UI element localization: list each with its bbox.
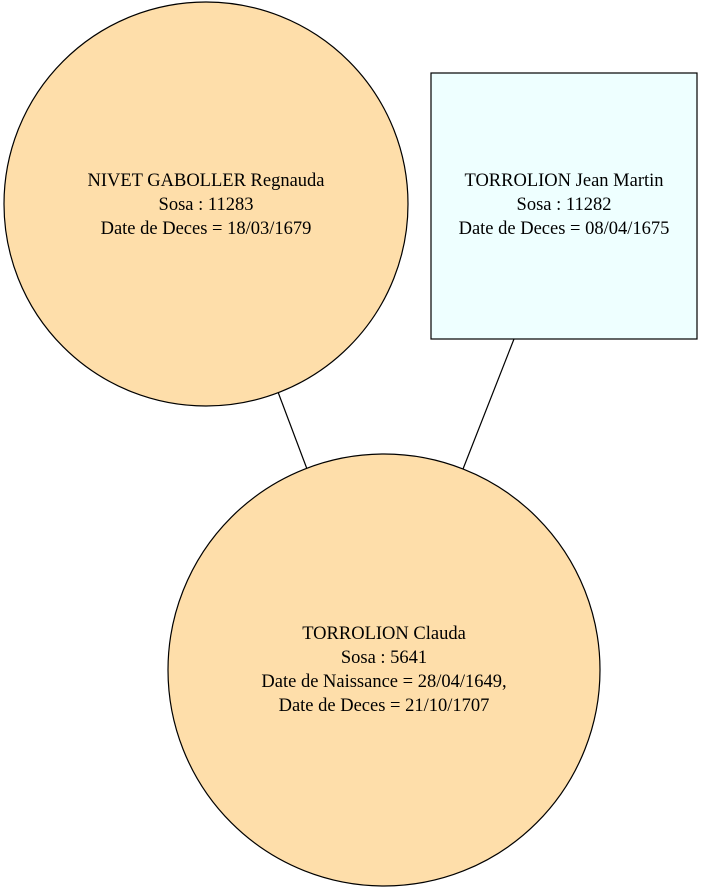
person-node-torrolion-clauda[interactable]: TORROLION Clauda Sosa : 5641 Date de Nai… [167, 453, 601, 887]
edge-nivet-to-clauda [277, 391, 308, 470]
person-circle-shape [167, 453, 601, 887]
person-name: NIVET GABOLLER Regnauda [87, 171, 324, 191]
person-box-shape [430, 72, 698, 340]
person-sosa: Sosa : 11283 [159, 195, 254, 215]
edge-jean-to-clauda [462, 338, 515, 470]
person-node-torrolion-jean-martin[interactable]: TORROLION Jean Martin Sosa : 11282 Date … [430, 72, 698, 340]
person-death-date: Date de Deces = 08/04/1675 [459, 219, 670, 239]
person-circle-shape [3, 1, 409, 407]
person-death-date: Date de Deces = 21/10/1707 [279, 696, 490, 716]
person-death-date: Date de Deces = 18/03/1679 [101, 219, 312, 239]
person-sosa: Sosa : 5641 [341, 648, 427, 668]
person-node-nivet-gaboller-regnauda[interactable]: NIVET GABOLLER Regnauda Sosa : 11283 Dat… [3, 1, 409, 407]
person-name: TORROLION Clauda [302, 624, 466, 644]
person-name: TORROLION Jean Martin [464, 171, 663, 191]
person-birth-date: Date de Naissance = 28/04/1649, [261, 672, 506, 692]
person-sosa: Sosa : 11282 [517, 195, 612, 215]
